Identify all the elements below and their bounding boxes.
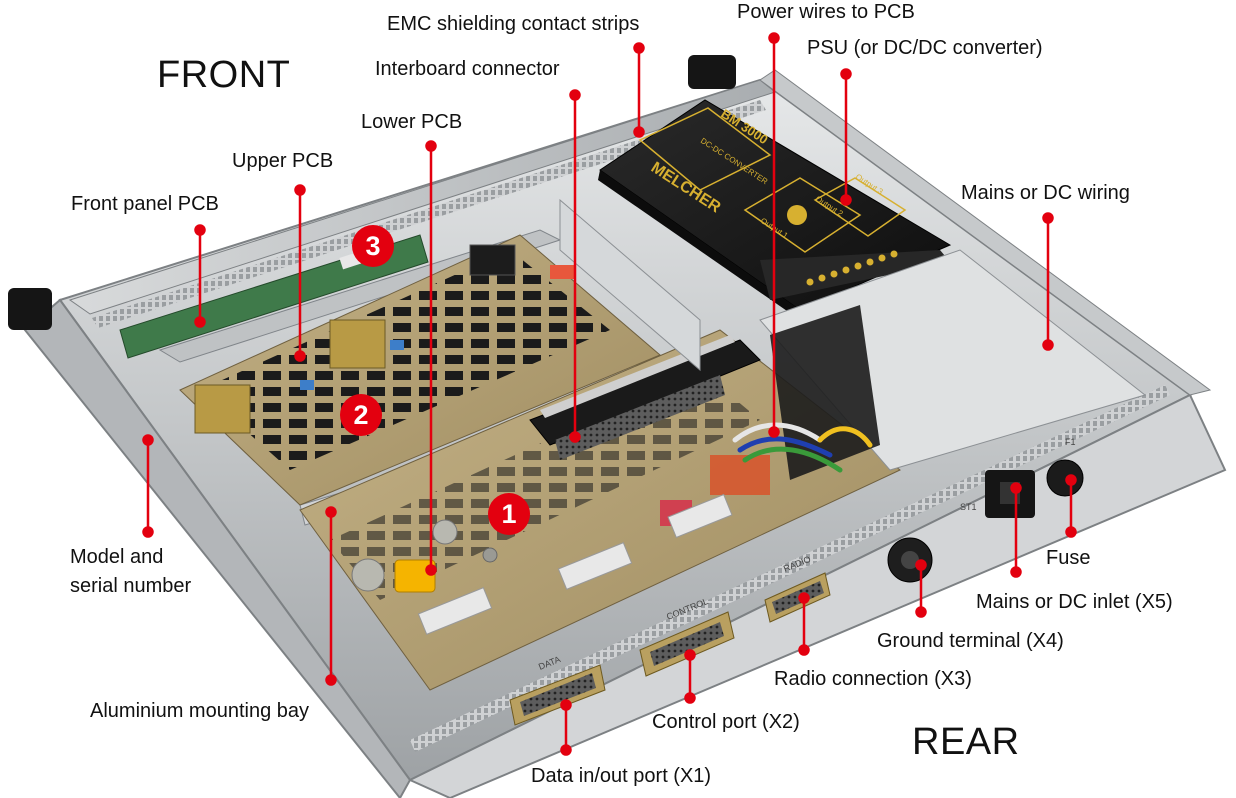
leader-mounting-bay-dot [325,506,337,518]
power-wires [732,422,873,473]
leader-power-wires-end [768,426,780,438]
upper-pcb [179,234,661,506]
leader-mains-wiring-dot [1042,212,1054,224]
label-model-serial-line1: Model and [70,546,164,568]
badge-1: 1 [488,493,530,535]
interboard-connector [529,198,761,460]
label-model-serial-line2: serial number [70,575,192,597]
leader-power-wires-dot [768,32,780,44]
wiring-cover [759,249,1147,480]
leader-psu-end [840,194,852,206]
leader-model-serial-dot [142,434,154,446]
front-heading: FRONT [157,54,291,96]
label-power-wires: Power wires to PCB [737,1,915,23]
badge-3: 3 [352,225,394,267]
label-data-port: Data in/out port (X1) [531,765,712,787]
leader-front-panel-pcb-dot [194,224,206,236]
leader-lower-pcb-end [425,564,437,576]
lower-pcb [299,329,901,691]
label-mounting-bay: Aluminium mounting bay [90,700,309,722]
leader-interboard-dot [569,89,581,101]
leader-mains-wiring-end [1042,339,1054,351]
leader-ground-end [915,606,927,618]
label-emc-strips: EMC shielding contact strips [387,13,640,35]
leader-data-port-dot [560,699,572,711]
rear-heading: REAR [912,721,1020,763]
label-front-panel-pcb: Front panel PCB [71,193,219,215]
label-mains-wiring: Mains or DC wiring [961,182,1130,204]
leader-fuse-dot [1065,474,1077,486]
leader-psu-dot [840,68,852,80]
leader-model-serial-end [142,526,154,538]
leader-lower-pcb-dot [425,140,437,152]
leader-control-port-end [684,692,696,704]
fuse-marking: F1 [1065,437,1076,447]
label-psu: PSU (or DC/DC converter) [807,37,1043,59]
leader-fuse-end [1065,526,1077,538]
leader-interboard-end [569,431,581,443]
leader-radio-end [798,644,810,656]
leader-mains-inlet-dot [1010,482,1022,494]
leader-mounting-bay-end [325,674,337,686]
label-fuse: Fuse [1046,547,1091,569]
leader-emc-strips-end [633,126,645,138]
leader-upper-pcb-end [294,350,306,362]
leader-control-port-dot [684,649,696,661]
callout-lines [142,32,1077,756]
leader-data-port-end [560,744,572,756]
leader-radio-dot [798,592,810,604]
inlet-marking: ST1 [960,502,977,512]
leader-ground-dot [915,559,927,571]
label-ground-terminal: Ground terminal (X4) [877,630,1064,652]
leader-emc-strips-dot [633,42,645,54]
badge-2: 2 [340,394,382,436]
leader-front-panel-pcb-end [194,316,206,328]
label-upper-pcb: Upper PCB [232,150,334,172]
leader-mains-inlet-end [1010,566,1022,578]
label-interboard-connector: Interboard connector [375,58,560,80]
label-radio-connection: Radio connection (X3) [774,668,972,690]
label-lower-pcb: Lower PCB [361,111,463,133]
leader-upper-pcb-dot [294,184,306,196]
label-control-port: Control port (X2) [652,711,800,733]
label-mains-inlet: Mains or DC inlet (X5) [976,591,1173,613]
